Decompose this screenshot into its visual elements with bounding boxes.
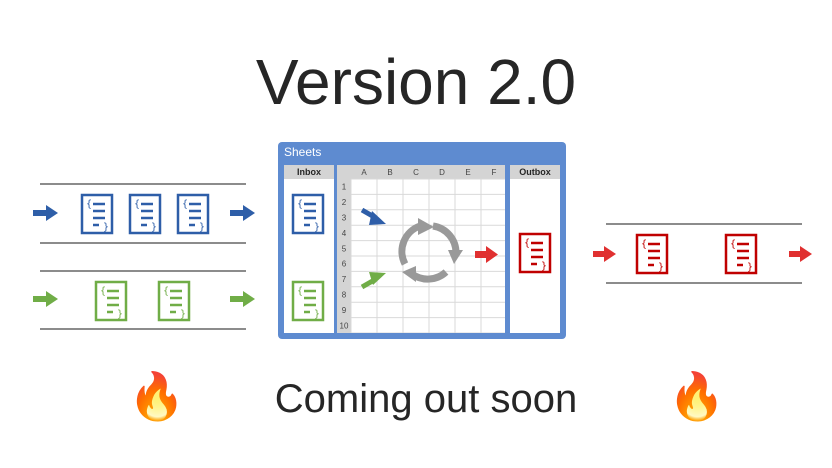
blue-diagonal-arrow-icon	[360, 207, 386, 225]
row-header-10: 10	[340, 321, 349, 330]
inbox-blue-document-icon	[291, 193, 325, 235]
row-header-9: 9	[342, 306, 347, 315]
row-header-7: 7	[342, 275, 347, 284]
column-header-e: E	[465, 168, 470, 177]
row-header-column	[337, 179, 351, 333]
row-header-8: 8	[342, 291, 347, 300]
column-header-c: C	[413, 168, 419, 177]
red-in-arrow-icon	[593, 246, 616, 262]
red-document-icon-2	[724, 233, 758, 275]
blue-pipe-bottom-line	[40, 242, 246, 244]
blue-in-arrow-icon	[33, 205, 58, 221]
red-out-arrow-icon	[789, 246, 812, 262]
green-in-arrow-icon	[33, 291, 58, 307]
row-header-6: 6	[342, 260, 347, 269]
blue-out-arrow-icon	[230, 205, 255, 221]
fire-icon-right: 🔥	[668, 370, 726, 422]
green-diagonal-arrow-icon	[360, 272, 386, 290]
column-header-b: B	[387, 168, 392, 177]
green-pipe-top-line	[40, 270, 246, 272]
subtitle: Coming out soon	[274, 377, 578, 421]
column-header-d: D	[439, 168, 445, 177]
spreadsheet-grid	[337, 165, 505, 333]
page-title: Version 2.0	[255, 46, 577, 118]
row-header-1: 1	[342, 183, 347, 192]
inbox-label: Inbox	[284, 165, 334, 179]
row-header-5: 5	[342, 244, 347, 253]
outbox-red-document-icon	[518, 232, 552, 274]
row-header-2: 2	[342, 198, 347, 207]
row-header-3: 3	[342, 214, 347, 223]
outbox-panel: Outbox	[510, 165, 560, 333]
column-header-a: A	[361, 168, 367, 177]
green-out-arrow-icon	[230, 291, 255, 307]
sheets-window-title: Sheets	[284, 145, 322, 159]
row-header-4: 4	[342, 229, 347, 238]
red-document-icon-1	[635, 233, 669, 275]
fire-icon-left: 🔥	[128, 370, 186, 422]
inbox-green-document-icon	[291, 280, 325, 322]
column-header-row	[351, 165, 505, 179]
grid-lines: A B C D E F 1 2 3 4 5 6 7 8 9 10	[340, 168, 505, 333]
blue-pipe-top-line	[40, 183, 246, 185]
grid-corner	[337, 165, 351, 179]
green-pipe-bottom-line	[40, 328, 246, 330]
column-header-f: F	[492, 168, 497, 177]
outbox-label: Outbox	[510, 165, 560, 179]
red-arrow-to-outbox-icon	[475, 246, 498, 263]
